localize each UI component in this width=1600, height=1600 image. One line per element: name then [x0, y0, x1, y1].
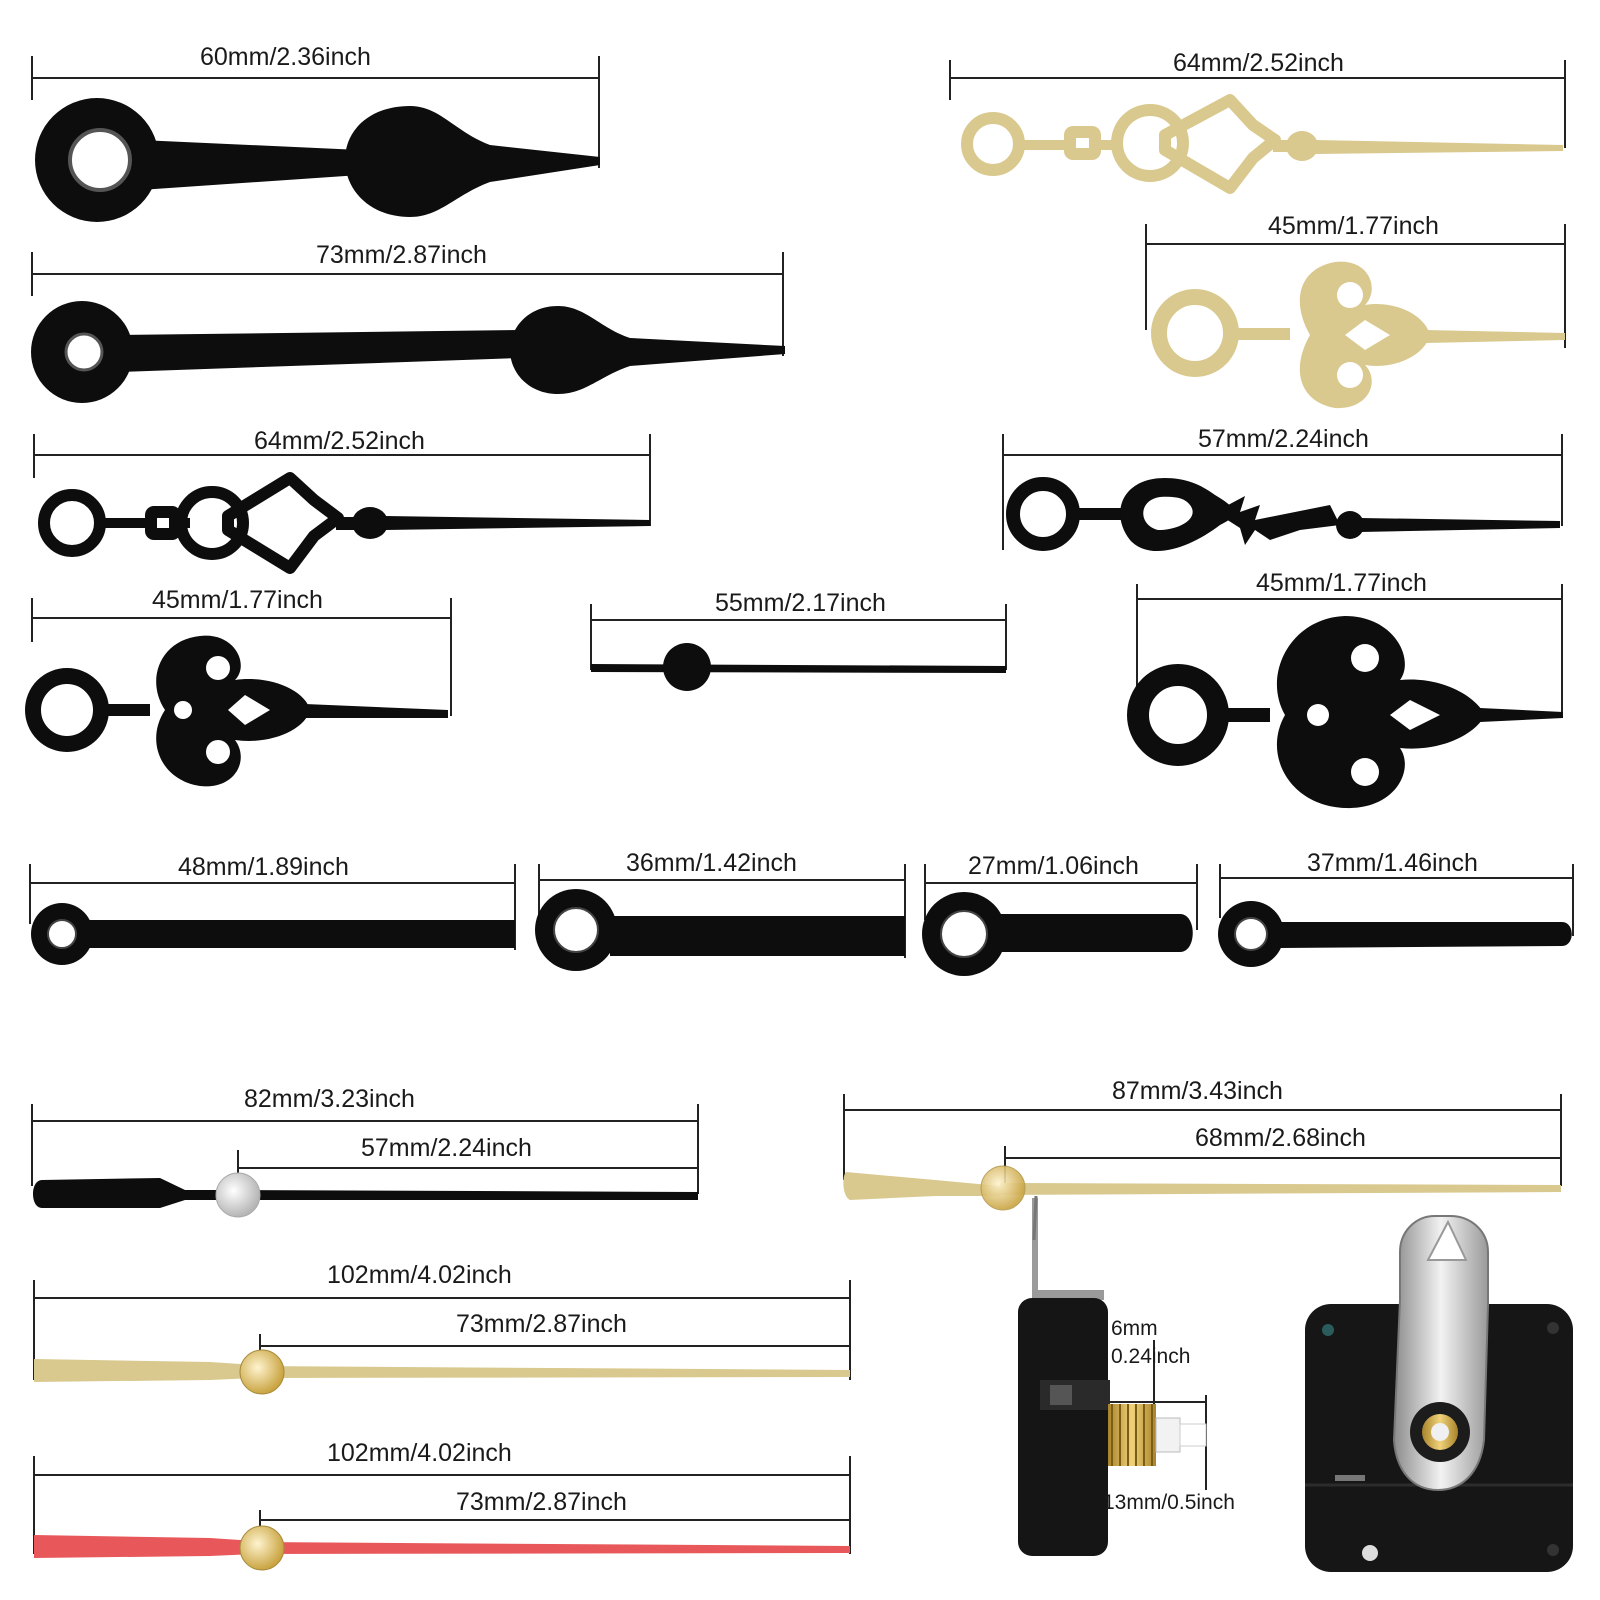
black-straight-hand-37mm — [1218, 901, 1572, 967]
dimension-label-straight-3: 27mm/1.06inch — [968, 852, 1139, 880]
black-ornate-minute-hand — [38, 472, 344, 574]
black-straight-hand-27mm — [922, 892, 1193, 976]
dimension-label-hand-6: 57mm/2.24inch — [1198, 425, 1369, 453]
dimension-label-second-4-total: 102mm/4.02inch — [327, 1439, 512, 1467]
dimension-label-gold-hand-2: 45mm/1.77inch — [1268, 212, 1439, 240]
black-scroll-minute-hand — [1006, 477, 1560, 552]
dimension-label-gold-hand-1: 64mm/2.52inch — [1173, 49, 1344, 77]
dimension-label-second-4-tail: 73mm/2.87inch — [456, 1488, 627, 1516]
black-long-second-hand — [33, 1172, 698, 1218]
clock-movement-side-view — [1018, 1195, 1207, 1556]
hand-center-hole — [68, 128, 132, 192]
dimension-label-second-2-tail: 68mm/2.68inch — [1195, 1124, 1366, 1152]
dimension-label-straight-2: 36mm/1.42inch — [626, 849, 797, 877]
dimension-label-straight-4: 37mm/1.46inch — [1307, 849, 1478, 877]
dimension-label-hand-7: 45mm/1.77inch — [1256, 569, 1427, 597]
black-second-hand — [591, 643, 1006, 691]
dimension-label-second-1-total: 82mm/3.23inch — [244, 1085, 415, 1113]
black-straight-hand-36mm — [535, 889, 905, 971]
movement-thread-length-mm: 6mm — [1111, 1317, 1158, 1340]
hand-center-hole — [64, 332, 104, 372]
dimension-label-hand-2: 73mm/2.87inch — [316, 241, 487, 269]
dimension-label-second-3-tail: 73mm/2.87inch — [456, 1310, 627, 1338]
dimension-label-hand-3: 64mm/2.52inch — [254, 427, 425, 455]
dimension-label-second-2-total: 87mm/3.43inch — [1112, 1077, 1283, 1105]
black-straight-hand-48mm — [31, 903, 515, 965]
gold-hand-shaft — [1015, 131, 1563, 161]
black-fleur-hour-hand-large — [1127, 616, 1563, 809]
clock-movement-front-view — [1305, 1215, 1573, 1572]
black-fleur-hour-hand — [25, 635, 448, 787]
dimension-label-second-3-total: 102mm/4.02inch — [327, 1261, 512, 1289]
dimension-label-hand-5: 55mm/2.17inch — [715, 589, 886, 617]
red-long-second-hand-102mm — [34, 1525, 850, 1571]
dimension-label-second-1-tail: 57mm/2.24inch — [361, 1134, 532, 1162]
gold-long-second-hand-102mm — [34, 1349, 850, 1395]
black-spade-minute-hand — [31, 301, 785, 403]
movement-shaft-length: 13mm/0.5inch — [1103, 1491, 1235, 1514]
dimension-label-hand-4: 45mm/1.77inch — [152, 586, 323, 614]
dimension-label-hand-1: 60mm/2.36inch — [200, 43, 371, 71]
gold-fleur-hour-hand — [1151, 261, 1565, 409]
dimension-label-straight-1: 48mm/1.89inch — [178, 853, 349, 881]
black-hand-shaft — [96, 507, 650, 539]
gold-ornate-minute-hand — [961, 94, 1281, 194]
gold-long-second-hand — [843, 1165, 1561, 1211]
movement-thread-length-inch: 0.24inch — [1111, 1345, 1191, 1368]
